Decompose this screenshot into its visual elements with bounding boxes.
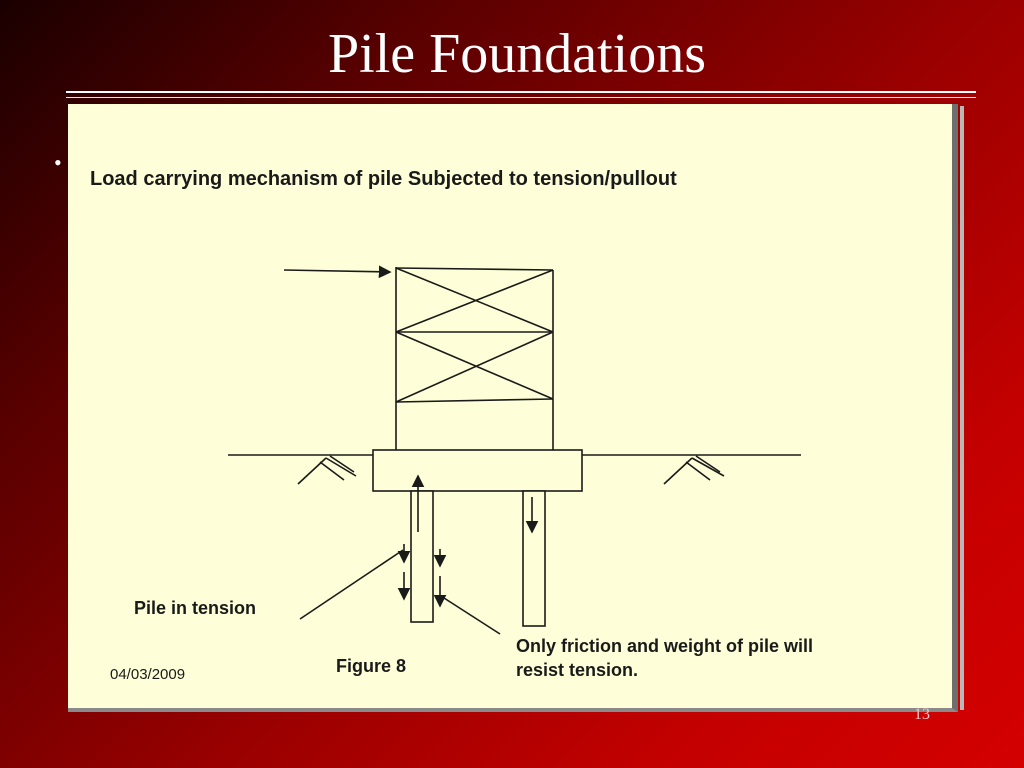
slide-title: Pile Foundations [327,23,707,85]
friction-weight-note-line2: resist tension. [516,660,639,680]
friction-note-leader [443,597,501,635]
pile-label-leader [299,549,404,620]
lateral-load-arrow [283,265,392,279]
pile-cap [372,449,583,492]
right-pile [522,490,546,627]
title-divider-thin [66,97,976,98]
tower-bracing [395,267,554,403]
friction-weight-note: Only friction and weight of pile will re… [516,634,813,682]
pile-diagram [228,265,801,635]
figure-caption: Figure 8 [336,656,407,676]
figure-heading: Load carrying mechanism of pile Subjecte… [90,168,677,190]
friction-weight-note-line1: Only friction and weight of pile will [516,636,814,656]
pile-in-tension-label: Pile in tension [134,598,257,618]
tower-frame [395,267,554,450]
ground-hatch-left [297,455,357,485]
left-pile [410,490,434,623]
title-divider [66,91,976,93]
figure-panel: Load carrying mechanism of pile Subjecte… [68,104,964,712]
figure-date: 04/03/2009 [110,666,186,683]
bullet-marker: • [54,150,62,175]
ground-hatch-right [663,455,725,485]
page-number: 13 [914,706,930,723]
